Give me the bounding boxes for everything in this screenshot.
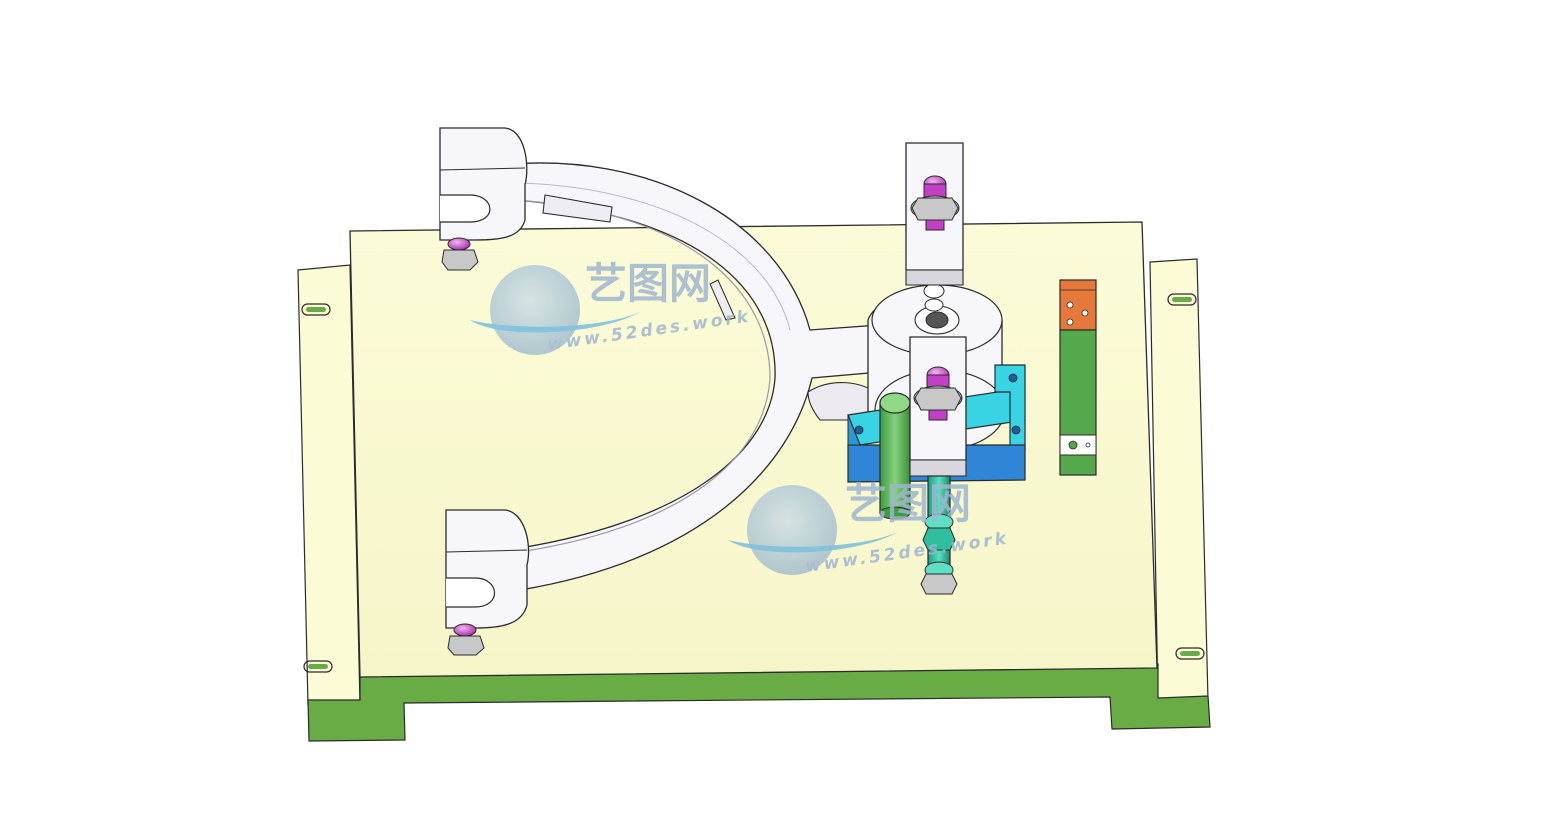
watermark-cn: 艺图网 bbox=[585, 259, 711, 308]
globe-logo-icon bbox=[747, 485, 837, 575]
watermark-cn: 艺图网 bbox=[845, 479, 971, 528]
left-rail bbox=[297, 264, 361, 706]
clamp-block-top-left bbox=[439, 127, 528, 271]
locating-pin bbox=[879, 392, 911, 520]
vertical-clamp-lower bbox=[909, 336, 967, 477]
teal-rod bbox=[920, 475, 958, 595]
arc-body bbox=[499, 162, 881, 591]
vertical-clamp-top bbox=[905, 142, 964, 286]
right-rail bbox=[1149, 258, 1209, 703]
arc-clamp bbox=[499, 162, 881, 591]
globe-logo-icon bbox=[490, 265, 580, 355]
sensor bbox=[1059, 279, 1097, 476]
arc-slot bbox=[542, 194, 613, 223]
clamp-block-bottom-left bbox=[445, 509, 530, 656]
slot-icon bbox=[301, 293, 1205, 673]
